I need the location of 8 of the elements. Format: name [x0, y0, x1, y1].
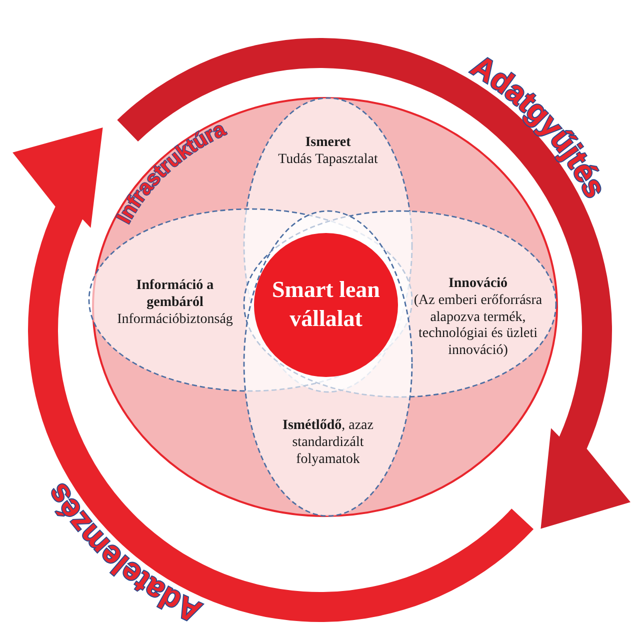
description: (Az emberi erőforrásra alapozva termék, technológiai és üzleti innováció) [412, 292, 544, 360]
description: Ismétlődő, azaz standardizált folyamatok [282, 418, 374, 468]
description: Tudás Tapasztalat [277, 152, 379, 169]
heading: Ismeret [304, 135, 352, 152]
heading: Innováció [447, 276, 509, 293]
center-title: Smart lean vállalat [271, 276, 381, 333]
description: Információbiztonság [116, 312, 234, 328]
heading: Információ a gembáról [135, 278, 215, 312]
